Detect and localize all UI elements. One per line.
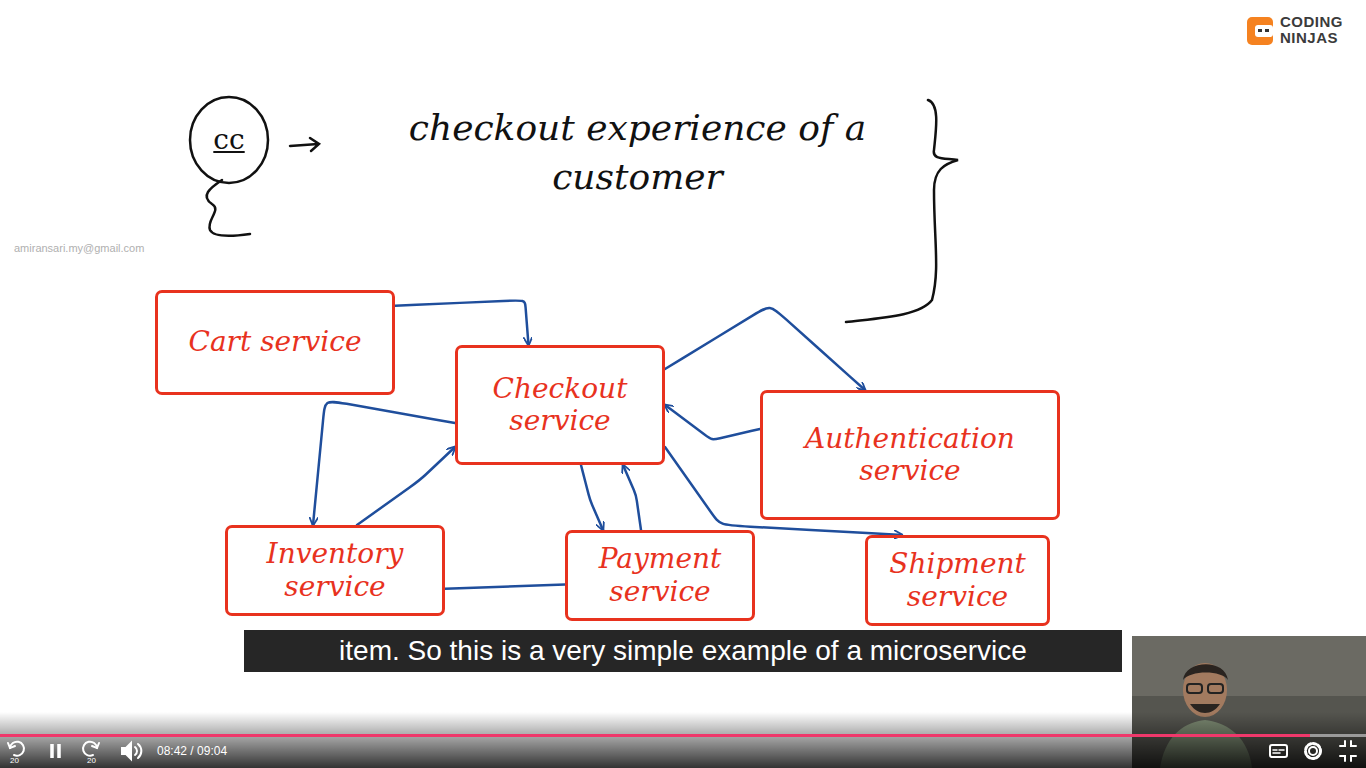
service-box: Inventory service (225, 525, 445, 616)
service-box: Cart service (155, 290, 395, 395)
progress-fill (0, 734, 1310, 737)
player-controls (8, 741, 1356, 761)
volume-icon (122, 743, 131, 759)
logo-icon (1247, 17, 1273, 45)
node-text: Shipment service (880, 548, 1035, 612)
skip-seconds: 20 (10, 756, 19, 765)
connector-arrow (581, 465, 603, 530)
service-box: Checkout service (455, 345, 665, 465)
skip-seconds: 20 (87, 756, 96, 765)
watermark: amiransari.my@gmail.com (14, 242, 144, 254)
captions-icon (1270, 745, 1287, 757)
circled-note: cc (188, 95, 270, 185)
connector-arrow (665, 308, 865, 390)
node-text: Payment service (580, 543, 740, 607)
progress-track (0, 734, 1366, 737)
captions-icon (1273, 750, 1284, 753)
connector-arrow (357, 447, 455, 525)
node-text: Authentication service (775, 423, 1045, 487)
node-text: Inventory service (240, 538, 430, 602)
forward-icon (92, 743, 99, 748)
node-text: Cart service (188, 326, 361, 358)
settings-icon (1306, 744, 1321, 759)
heading-note: checkout experience of a customer (365, 104, 910, 201)
connector-arrow (665, 405, 760, 439)
connector-arrow (445, 585, 565, 589)
forward-icon (83, 742, 97, 756)
time-display: 08:42 / 09:04 (157, 744, 227, 758)
node-text: cc (213, 124, 244, 156)
squiggle-mark (207, 180, 250, 236)
node-text: Checkout service (470, 373, 650, 437)
volume-icon (135, 744, 141, 758)
pause-icon (52, 744, 59, 758)
circle-outline (188, 95, 270, 185)
logo-text: CODING (1280, 14, 1343, 30)
settings-icon (1309, 747, 1317, 755)
service-box: Payment service (565, 530, 755, 621)
subtitle: item. So this is a very simple example o… (244, 630, 1122, 672)
curly-bracket (846, 100, 958, 322)
rewind-icon (10, 742, 24, 756)
connector-arrow (313, 402, 455, 525)
circle-outline (190, 97, 268, 183)
pointer-arrow (290, 138, 319, 151)
connector-arrow (395, 301, 529, 345)
connector-arrow (623, 465, 641, 530)
control-bar (0, 712, 1366, 768)
logo-text: NINJAS (1280, 30, 1338, 46)
fullscreen-icon (1340, 741, 1356, 761)
rewind-icon (8, 743, 15, 748)
connector-arrow (665, 447, 902, 535)
service-box: Authentication service (760, 390, 1060, 520)
service-box: Shipment service (865, 535, 1050, 626)
